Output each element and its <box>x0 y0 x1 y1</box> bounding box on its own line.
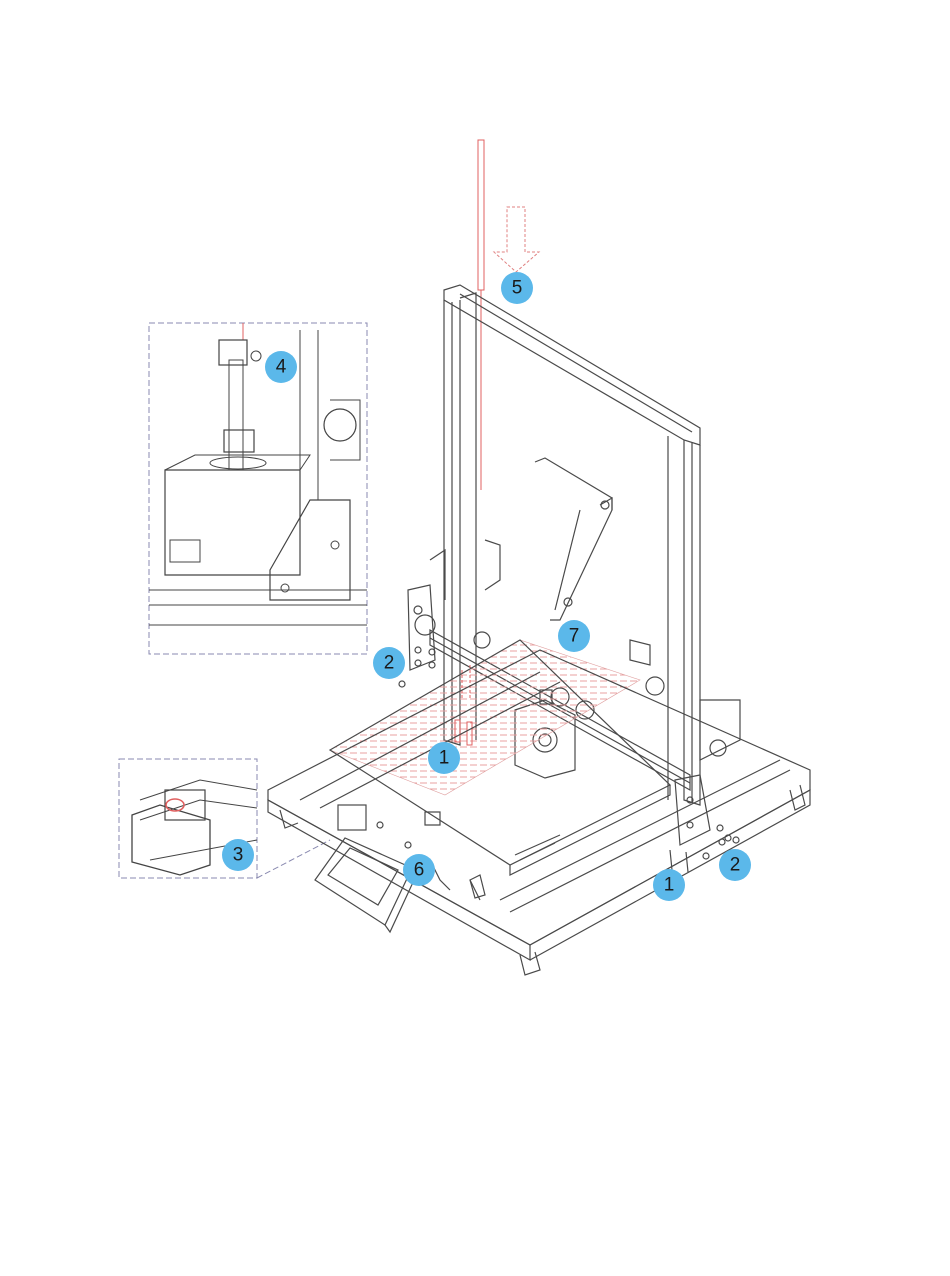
step-badge-4: 4 <box>265 351 297 383</box>
plate-hole <box>687 822 693 828</box>
stepper-motor <box>165 470 300 575</box>
side-screw <box>415 660 421 666</box>
gantry-top-beam <box>444 285 700 445</box>
print-bed-edge <box>510 785 670 875</box>
badge-label: 1 <box>664 875 675 896</box>
step-badge-2-right: 2 <box>719 849 751 881</box>
gantry-top-groove <box>460 294 692 432</box>
inset-leader <box>257 840 330 878</box>
badge-label: 2 <box>730 855 741 876</box>
foot <box>280 810 298 828</box>
spool-holder-arm <box>535 458 612 620</box>
step-badge-1-bed: 1 <box>428 742 460 774</box>
step-badge-3: 3 <box>222 839 254 871</box>
badge-label: 7 <box>569 626 580 647</box>
z-lead-screw <box>478 140 484 290</box>
x-motor-hole <box>414 606 422 614</box>
bed-label <box>515 835 560 860</box>
base-frame-front <box>268 800 530 960</box>
badge-label: 3 <box>233 845 244 866</box>
bottom-screws <box>670 850 688 872</box>
lead-screw <box>229 360 243 470</box>
inset-wheel <box>324 409 356 441</box>
badge-label: 1 <box>439 748 450 769</box>
step-badge-7: 7 <box>558 620 590 652</box>
inset-z-motor-detail <box>149 323 367 654</box>
spool-holder-detail <box>555 498 612 610</box>
bracket-hole <box>281 584 289 592</box>
step-badges: 1 1 2 2 3 4 5 6 <box>222 272 751 901</box>
base-screw <box>377 822 383 828</box>
step-badge-2-left: 2 <box>373 647 405 679</box>
motor-flange <box>210 457 266 469</box>
step-badge-6: 6 <box>403 854 435 886</box>
badge-label: 4 <box>276 357 287 378</box>
y-pulley <box>646 677 664 695</box>
side-screw <box>429 662 435 668</box>
inset-frame <box>300 330 360 500</box>
base-inner-rail-right <box>500 760 790 912</box>
lcd-housing <box>315 838 412 925</box>
x-motor-plate <box>408 585 435 670</box>
bracket-hole <box>331 541 339 549</box>
push-down-arrow-icon <box>494 207 539 272</box>
badge-label: 2 <box>384 653 395 674</box>
inset-extrusion <box>149 590 367 625</box>
side-screw <box>415 647 421 653</box>
y-motor <box>630 640 650 665</box>
side-screw <box>719 839 725 845</box>
z-motor-upper <box>430 540 500 600</box>
motor-connector <box>170 540 200 562</box>
step-badge-5: 5 <box>501 272 533 304</box>
step-badge-1-base: 1 <box>653 869 685 901</box>
end-cap <box>132 805 210 875</box>
coupler-screw <box>251 351 261 361</box>
side-screw <box>717 825 723 831</box>
endstop <box>338 805 366 830</box>
side-screw <box>703 853 709 859</box>
side-screw <box>733 837 739 843</box>
inset-border <box>149 323 367 654</box>
badge-label: 6 <box>414 860 425 881</box>
base-screw <box>405 842 411 848</box>
side-screw <box>399 681 405 687</box>
badge-label: 5 <box>512 278 523 299</box>
printer-assembly <box>268 140 810 975</box>
